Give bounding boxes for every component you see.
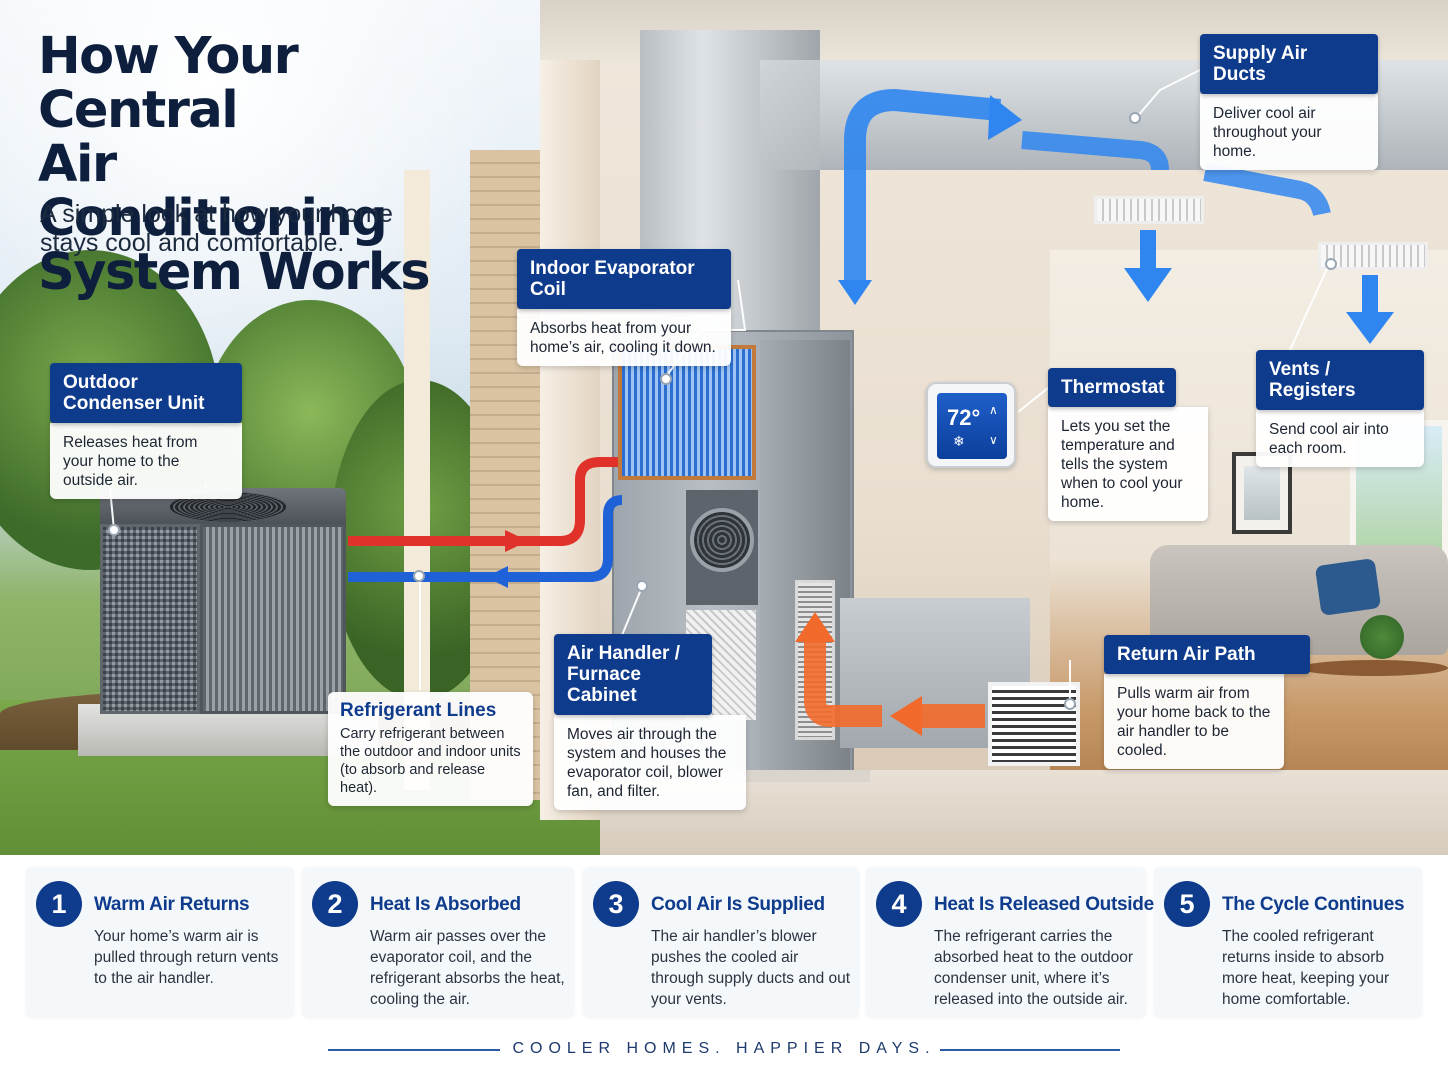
title-line: Air Conditioning [38,135,388,248]
step-text: The cooled refrigerant returns inside to… [1222,928,1390,1008]
supply-air-flow [1021,131,1169,171]
supply-vent-grille [1094,196,1204,224]
title-line: System Works [38,243,431,302]
callout-text: Absorbs heat from your home’s air, cooli… [517,309,731,366]
step-card: 3 Cool Air Is Supplied The air handler’s… [583,867,859,1017]
condenser-coil-front [100,524,200,714]
callout-evaporator-coil: Indoor Evaporator Coil Absorbs heat from… [517,249,731,366]
marker-dot [1325,258,1337,270]
coffee-table [1300,660,1448,676]
thermostat-temperature: 72° [947,405,981,430]
step-number: 5 [1164,881,1210,927]
return-vent-grille [988,682,1080,766]
step-card: 2 Heat Is Absorbed Warm air passes over … [302,867,574,1017]
house-trim [404,170,430,790]
callout-title: Return Air Path [1104,635,1310,674]
return-arrow-icon [795,612,835,642]
callout-title: Supply Air Ducts [1200,34,1378,94]
tagline-rule-left [328,1049,500,1051]
step-card: 4 Heat Is Released Outside The refrigera… [866,867,1154,1017]
marker-dot [1064,698,1076,710]
step-title: The Cycle Continues [1222,894,1405,915]
thermostat-device[interactable]: 72° ❄ ∧ ∨ [926,382,1016,468]
leader-line [1135,69,1201,119]
callout-outdoor-condenser: Outdoor Condenser Unit Releases heat fro… [50,363,242,499]
step-title: Warm Air Returns [94,894,250,915]
flow-overlay [348,69,1394,736]
step-card: 1 Warm Air Returns Your home’s warm air … [26,867,294,1017]
callout-text: Moves air through the system and houses … [554,715,746,810]
step-number: 1 [36,881,82,927]
callout-text: Pulls warm air from your home back to th… [1104,674,1284,769]
supply-arrow-icon [988,95,1022,140]
step-title: Cool Air Is Supplied [651,894,825,915]
tagline-wrap: COOLER HOMES. HAPPIER DAYS. [328,1040,1120,1060]
callout-title: Air Handler / Furnace Cabinet [554,634,712,715]
page-title: How Your Central Air Conditioning System… [38,30,478,300]
leader-line [619,586,643,641]
potted-plant [1360,615,1404,659]
callout-refrigerant-lines: Refrigerant Lines Carry refrigerant betw… [328,692,533,806]
step-text: Warm air passes over the evaporator coil… [370,928,565,1008]
callout-vents-registers: Vents / Registers Send cool air into eac… [1256,350,1424,467]
hot-refrigerant-line [348,457,618,546]
callout-title: Outdoor Condenser Unit [50,363,242,423]
step-title: Heat Is Released Outside [934,894,1154,915]
chevron-up-icon[interactable]: ∧ [989,403,998,417]
step-number: 3 [593,881,639,927]
leader-line [1289,261,1331,351]
callout-text: Carry refrigerant between the outdoor an… [340,726,521,796]
step-card: 5 The Cycle Continues The cooled refrige… [1154,867,1422,1017]
step-text: Your home’s warm air is pulled through r… [94,928,279,987]
supply-air-flow [1203,163,1331,217]
callout-air-handler: Air Handler / Furnace Cabinet Moves air … [554,634,746,810]
vent-arrow-icon [1124,230,1172,302]
supply-air-flow [844,88,1002,285]
cold-refrigerant-line [348,495,623,582]
outdoor-condenser-unit [100,488,346,716]
condenser-coil-side [200,524,346,714]
snowflake-icon: ❄ [953,433,965,449]
vent-arrow-icon [1346,275,1394,344]
evaporator-coil [618,345,756,480]
title-line: How Your Central [38,27,299,140]
cold-refrigerant-arrow-icon [486,566,508,588]
callout-supply-ducts: Supply Air Ducts Deliver cool air throug… [1200,34,1378,170]
leader-line [1017,387,1049,413]
callout-text: Lets you set the temperature and tells t… [1048,407,1208,521]
page-subtitle: A simple look at how your home stays coo… [40,200,393,257]
marker-dot [636,580,648,592]
callout-title: Refrigerant Lines [340,700,497,721]
step-number: 2 [312,881,358,927]
step-text: The refrigerant carries the absorbed hea… [934,928,1134,1008]
thermostat-screen: 72° ❄ ∧ ∨ [937,393,1007,459]
return-air-flow [804,640,882,727]
tagline: COOLER HOMES. HAPPIER DAYS. [512,1040,936,1057]
marker-dot [413,570,425,582]
return-arrow-icon [890,696,922,736]
callout-thermostat: Thermostat Lets you set the temperature … [1048,368,1208,521]
marker-dot [108,524,120,536]
blower-fan-icon [690,508,754,572]
callout-text: Send cool air into each room. [1256,410,1424,467]
step-number: 4 [876,881,922,927]
hot-refrigerant-arrow-icon [505,530,528,552]
chevron-down-icon[interactable]: ∨ [989,433,998,447]
tagline-rule-right [940,1049,1120,1051]
callout-title: Vents / Registers [1256,350,1424,410]
supply-arrow-icon [838,280,872,305]
steps-strip: 1 Warm Air Returns Your home’s warm air … [0,855,1448,1086]
callout-return-air-path: Return Air Path Pulls warm air from your… [1104,635,1310,769]
callout-text: Deliver cool air throughout your home. [1200,94,1378,170]
step-text: The air handler’s blower pushes the cool… [651,928,851,1008]
callout-title: Indoor Evaporator Coil [517,249,731,309]
callout-title: Thermostat [1048,368,1176,407]
step-title: Heat Is Absorbed [370,894,521,915]
marker-dot [1129,112,1141,124]
marker-dot [660,373,672,385]
callout-text: Releases heat from your home to the outs… [50,423,242,499]
